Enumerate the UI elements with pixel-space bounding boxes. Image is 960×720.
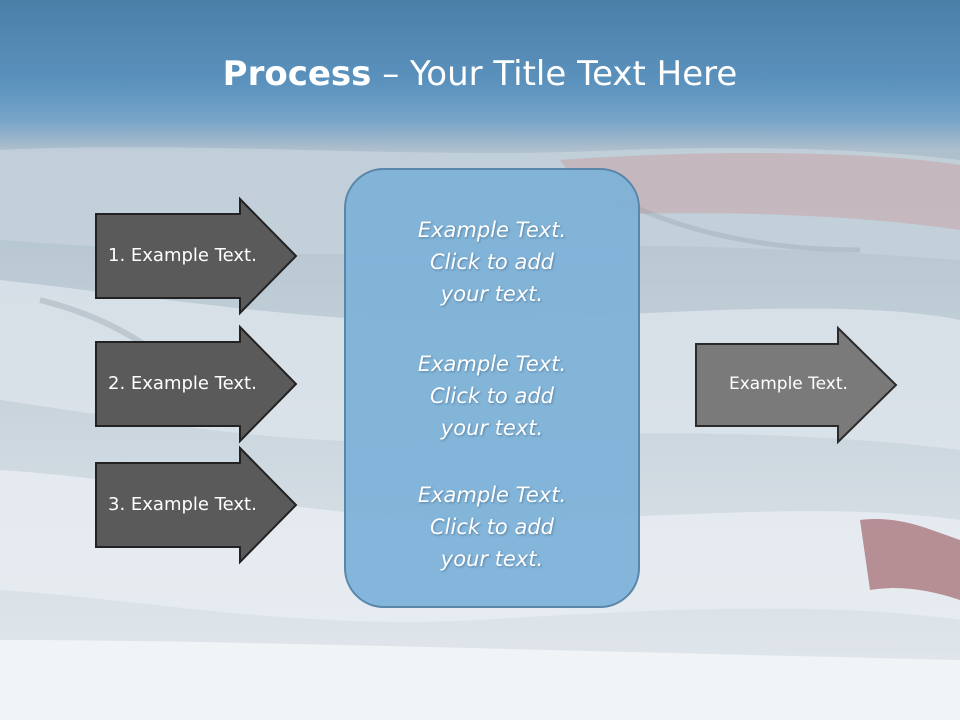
block-2-line-2: Click to add <box>429 384 554 408</box>
block-1-line-3: your text. <box>440 282 544 306</box>
header-band <box>0 0 960 150</box>
block-1-line-2: Click to add <box>429 250 554 274</box>
right-arrow-shape[interactable] <box>695 325 898 445</box>
right-arrow-label: Example Text. <box>729 374 848 394</box>
left-arrow-1-shape[interactable] <box>95 196 298 316</box>
center-text-block-1[interactable]: Example Text. Click to add your text. <box>346 214 638 310</box>
left-arrow-3-label: 3. Example Text. <box>108 494 257 515</box>
center-text-block-3[interactable]: Example Text. Click to add your text. <box>346 479 638 575</box>
left-arrow-1-label: 1. Example Text. <box>108 245 257 266</box>
center-text-block-2[interactable]: Example Text. Click to add your text. <box>346 348 638 444</box>
block-3-line-1: Example Text. <box>417 483 567 507</box>
left-arrow-2-label: 2. Example Text. <box>108 373 257 394</box>
page-title[interactable]: Process – Your Title Text Here <box>0 52 960 96</box>
block-2-line-1: Example Text. <box>417 352 567 376</box>
left-arrow-3-shape[interactable] <box>95 445 298 565</box>
title-rest: Your Title Text Here <box>410 54 738 94</box>
block-3-line-2: Click to add <box>429 515 554 539</box>
block-1-line-1: Example Text. <box>417 218 567 242</box>
title-dash: – <box>371 54 411 94</box>
block-2-line-3: your text. <box>440 416 544 440</box>
left-arrow-2-shape[interactable] <box>95 324 298 444</box>
title-bold: Process <box>222 54 372 94</box>
block-3-line-3: your text. <box>440 547 544 571</box>
center-text-box[interactable]: Example Text. Click to add your text. Ex… <box>344 168 640 608</box>
